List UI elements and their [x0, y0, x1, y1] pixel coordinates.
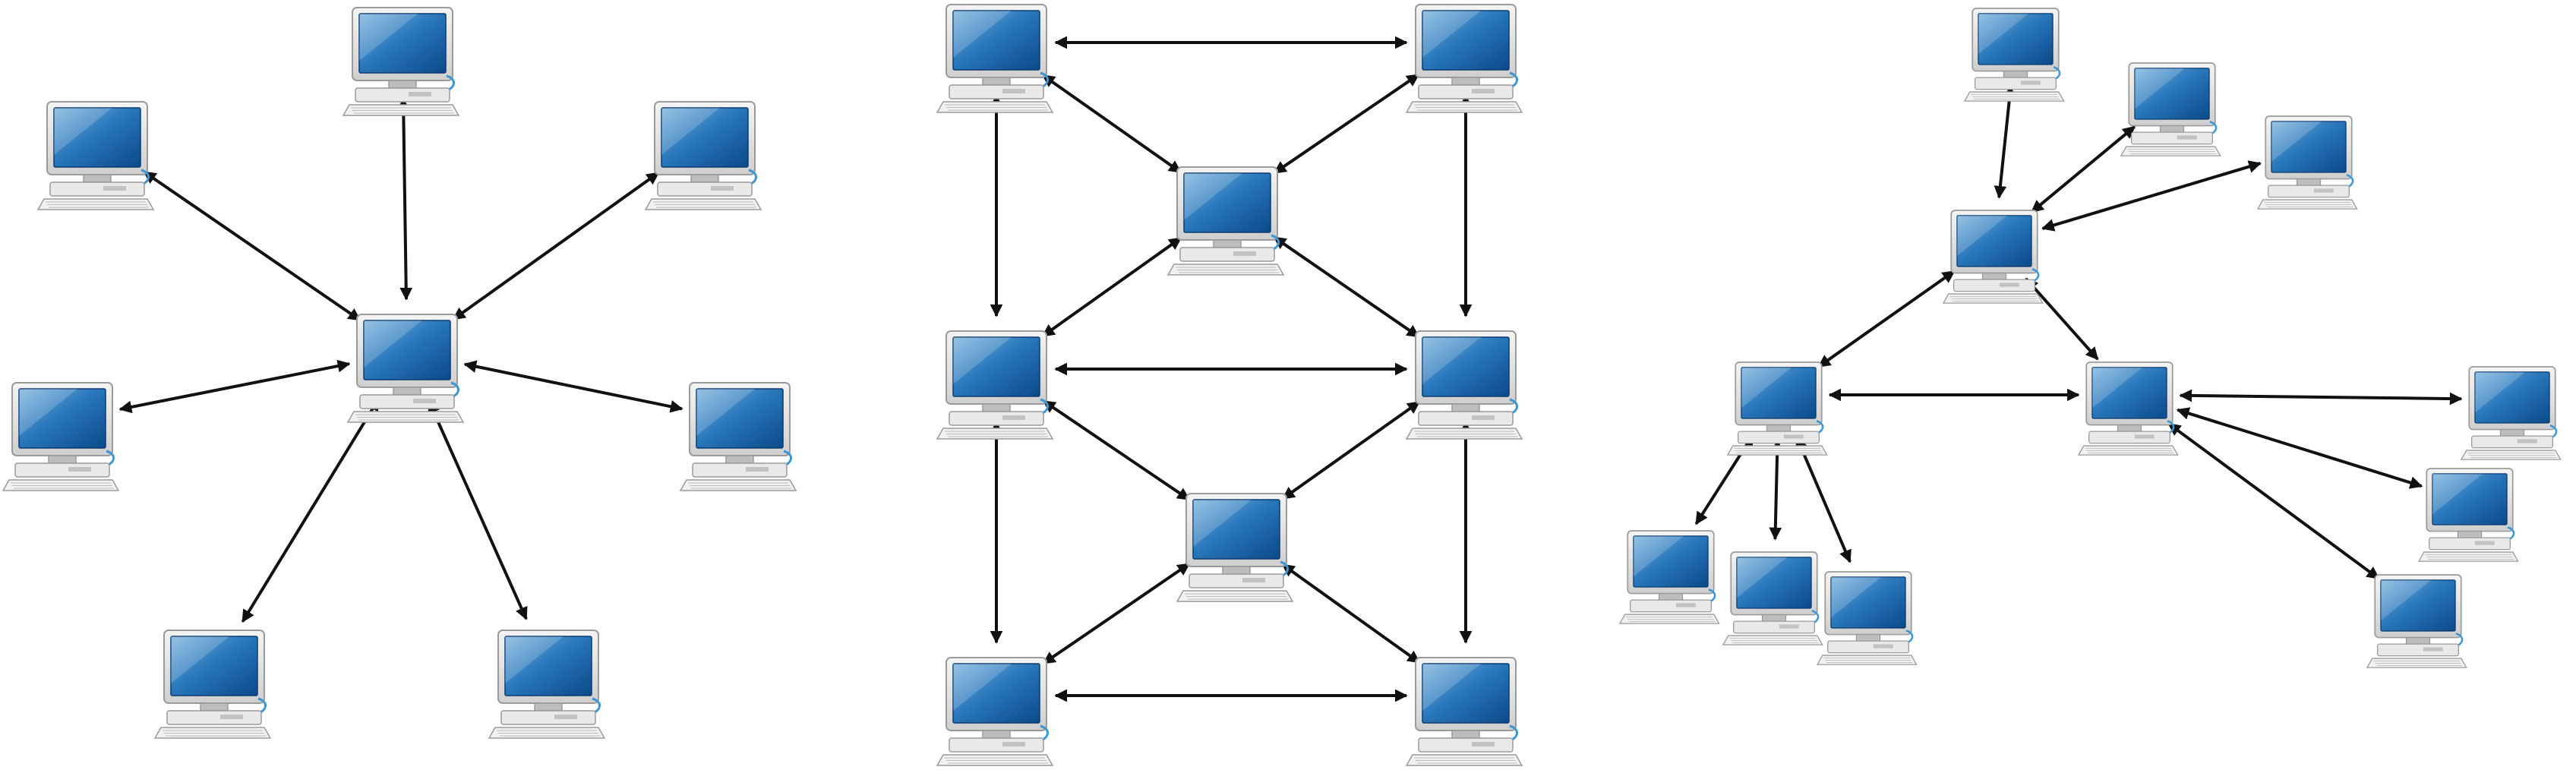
link-center-bottom-right [428, 400, 528, 620]
mesh-network-panel [936, 4, 1523, 766]
link-center-top-right [452, 171, 660, 321]
link-center-top [396, 97, 413, 301]
link-hub-top-leaf-a [1994, 85, 2016, 199]
link-lower-center-bottom-left [1042, 562, 1191, 665]
computer-node-bottom-right [488, 630, 606, 739]
computer-node-top-left [36, 101, 155, 210]
computer-node-hub-left [1726, 361, 1828, 456]
mesh-links [990, 36, 1473, 702]
computer-node-leaf-h [2417, 468, 2519, 562]
computer-node-hub-top [1942, 210, 2044, 304]
computer-node-top-right [1405, 4, 1523, 113]
link-hub-right-leaf-i [2167, 422, 2380, 580]
computer-node-leaf-a [1963, 8, 2065, 102]
computer-node-top-left [936, 4, 1054, 113]
link-center-bottom-left [241, 397, 380, 623]
computer-node-center [346, 314, 465, 423]
computer-node-leaf-d [1618, 530, 1720, 624]
computer-node-left [2, 382, 120, 491]
link-lower-center-bottom-right [1281, 563, 1421, 664]
link-upper-center-middle-left [1041, 236, 1182, 338]
computer-node-hub-right [2077, 361, 2179, 456]
computer-node-leaf-e [1722, 551, 1823, 645]
link-hub-top-hub-left [1817, 270, 1956, 368]
computer-node-leaf-c [2256, 115, 2358, 210]
link-top-right-upper-center [1273, 73, 1420, 175]
computer-node-middle-right [1405, 330, 1523, 440]
hybrid-nodes [1618, 8, 2562, 668]
link-center-right [463, 360, 683, 413]
link-hub-left-leaf-e [1769, 439, 1784, 541]
hybrid-network-panel [1618, 8, 2562, 668]
hybrid-links [1694, 85, 2463, 580]
mesh-nodes [936, 4, 1523, 766]
link-hub-right-leaf-g [2179, 389, 2463, 406]
computer-node-leaf-f [1816, 571, 1918, 665]
computer-node-leaf-b [2120, 62, 2221, 156]
link-middle-left-lower-center [1042, 399, 1191, 501]
computer-node-bottom-left [936, 657, 1054, 766]
link-hub-left-leaf-f [1795, 436, 1852, 563]
link-center-left [118, 359, 351, 414]
star-network-panel [2, 7, 797, 739]
computer-node-lower-center [1176, 493, 1294, 602]
computer-node-bottom-right [1405, 657, 1523, 766]
computer-node-upper-center [1166, 166, 1285, 276]
link-hub-right-leaf-h [2176, 407, 2423, 489]
computer-node-top [342, 7, 460, 116]
star-nodes [2, 7, 797, 739]
computer-node-right [679, 382, 797, 491]
link-hub-top-leaf-b [2030, 125, 2136, 213]
computer-node-middle-left [936, 330, 1054, 440]
link-upper-center-middle-right [1273, 235, 1420, 339]
link-hub-top-leaf-c [2041, 160, 2262, 232]
link-middle-right-lower-center [1281, 400, 1421, 500]
computer-node-leaf-g [2460, 366, 2562, 460]
computer-node-top-right [644, 101, 762, 210]
link-top-left-upper-center [1041, 74, 1182, 174]
link-hub-top-hub-right [2025, 277, 2099, 361]
star-links [118, 97, 683, 623]
computer-node-bottom-left [153, 630, 272, 739]
computer-node-leaf-i [2366, 574, 2467, 668]
link-center-top-left [143, 170, 361, 322]
